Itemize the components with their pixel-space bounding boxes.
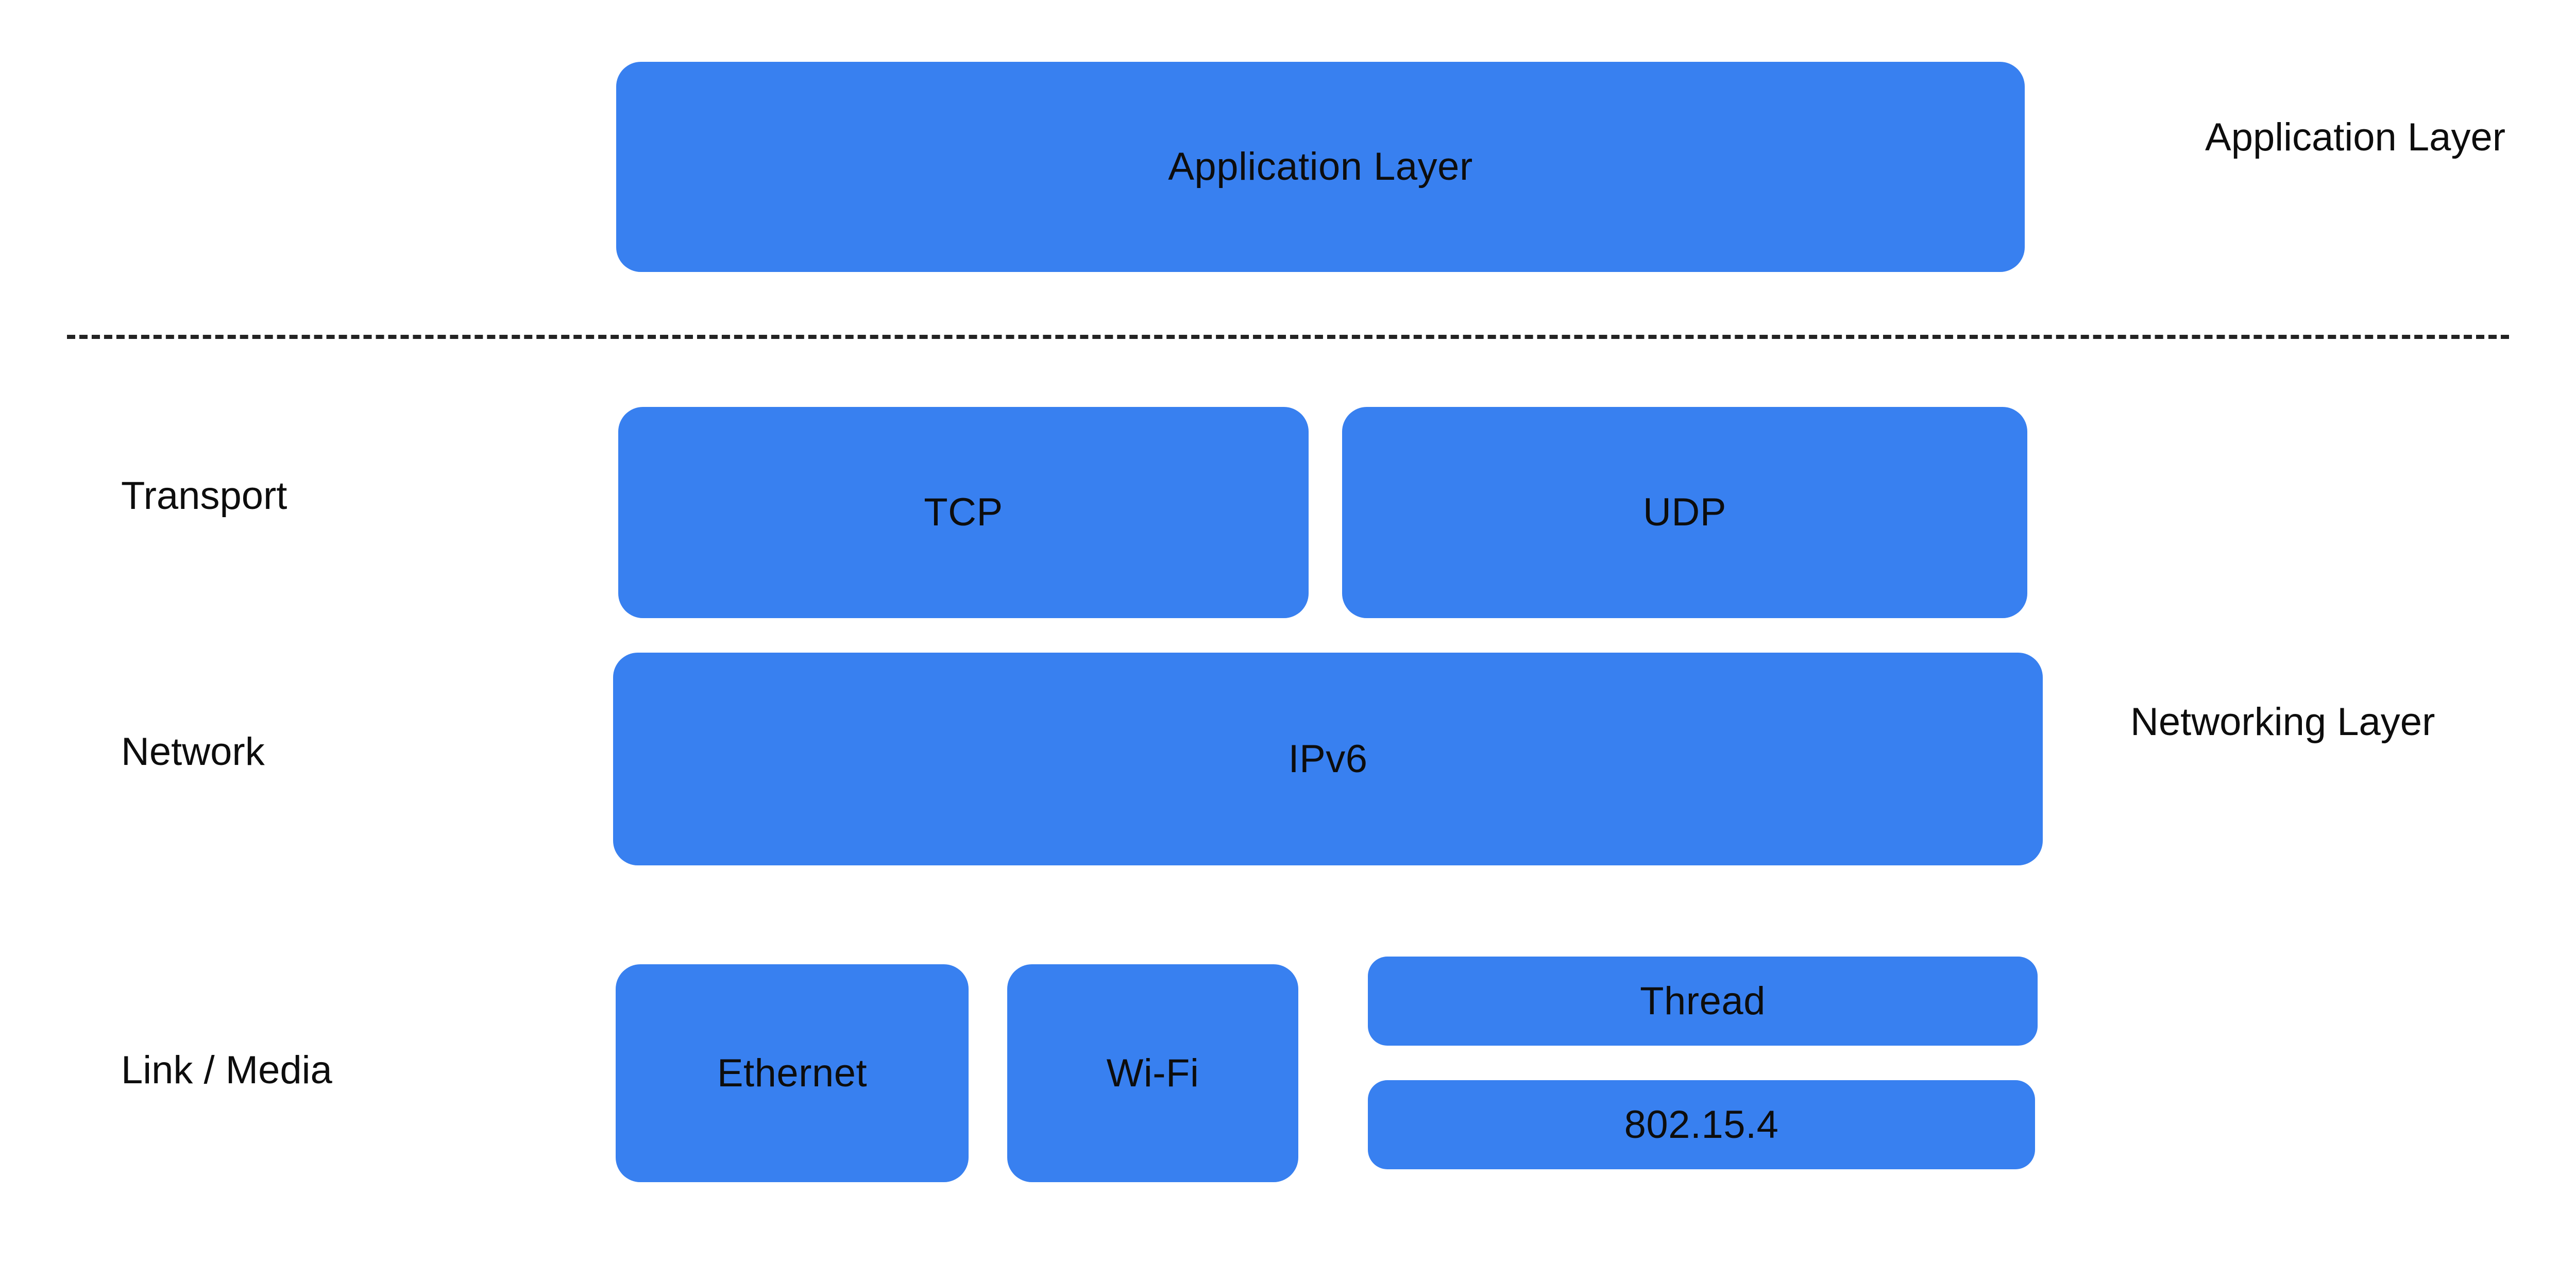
protocol-box-label: Wi-Fi	[1106, 1051, 1199, 1095]
protocol-box-wifi[interactable]: Wi-Fi	[1007, 964, 1298, 1182]
protocol-box-application-layer[interactable]: Application Layer	[616, 62, 2025, 272]
protocol-box-tcp[interactable]: TCP	[618, 407, 1309, 618]
protocol-box-ieee-802-15-4[interactable]: 802.15.4	[1368, 1080, 2035, 1169]
protocol-box-label: Application Layer	[1168, 145, 1473, 189]
protocol-box-thread[interactable]: Thread	[1368, 957, 2038, 1046]
protocol-box-label: IPv6	[1288, 737, 1368, 781]
row-label-network: Network	[121, 730, 265, 774]
row-label-transport: Transport	[121, 474, 287, 518]
tier-divider-dashed-line	[67, 335, 2509, 339]
protocol-box-label: Ethernet	[717, 1051, 868, 1095]
tier-label-application-layer: Application Layer	[2205, 115, 2506, 159]
tier-label-networking-layer: Networking Layer	[2130, 700, 2435, 744]
row-label-link-media: Link / Media	[121, 1048, 332, 1092]
protocol-box-label: UDP	[1643, 490, 1726, 534]
protocol-box-ipv6[interactable]: IPv6	[613, 653, 2043, 865]
protocol-box-label: Thread	[1640, 979, 1766, 1023]
protocol-box-ethernet[interactable]: Ethernet	[616, 964, 969, 1182]
protocol-box-label: TCP	[924, 490, 1003, 534]
protocol-box-udp[interactable]: UDP	[1342, 407, 2027, 618]
protocol-box-label: 802.15.4	[1624, 1102, 1779, 1147]
